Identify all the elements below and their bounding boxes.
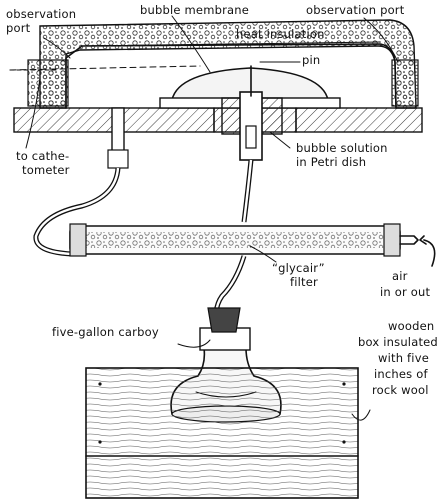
label-air-2: in or out: [380, 285, 430, 299]
base-slab: [13, 97, 423, 133]
bubble-membrane: [171, 67, 329, 101]
label-box-5: rock wool: [372, 383, 429, 397]
label-glycair-2: filter: [290, 275, 318, 289]
label-bubble-membrane: bubble membrane: [140, 3, 249, 17]
label-observation-port-left-2: port: [6, 21, 31, 35]
glycair-filter: [69, 223, 419, 257]
label-pin: pin: [302, 53, 320, 67]
label-glycair-1: “glycair”: [272, 261, 325, 275]
air-arrow: [423, 239, 436, 267]
label-observation-port-left-1: observation: [6, 7, 76, 21]
observation-port-left: [9, 59, 69, 107]
wooden-box: [85, 367, 359, 499]
label-box-1: wooden: [388, 319, 434, 333]
pin-fitting: [221, 61, 283, 161]
observation-port-right: [391, 59, 419, 107]
cathetometer-sight-line: [9, 65, 201, 71]
label-observation-port-right: observation port: [306, 3, 405, 17]
label-air-1: air: [392, 269, 408, 283]
label-heat-insulation: heat insulation: [236, 27, 325, 41]
label-box-4: inches of: [374, 367, 428, 381]
label-box-3: with five: [378, 351, 429, 365]
label-to-cathetometer-2: tometer: [22, 163, 70, 177]
label-box-2: box insulated: [358, 335, 438, 349]
label-bubble-solution-2: in Petri dish: [296, 155, 366, 169]
label-carboy: five-gallon carboy: [52, 325, 159, 339]
leader-lines: [25, 15, 399, 421]
label-to-cathetometer-1: to cathe-: [16, 149, 69, 163]
label-bubble-solution-1: bubble solution: [296, 141, 388, 155]
cathetometer-tube: [107, 107, 129, 169]
